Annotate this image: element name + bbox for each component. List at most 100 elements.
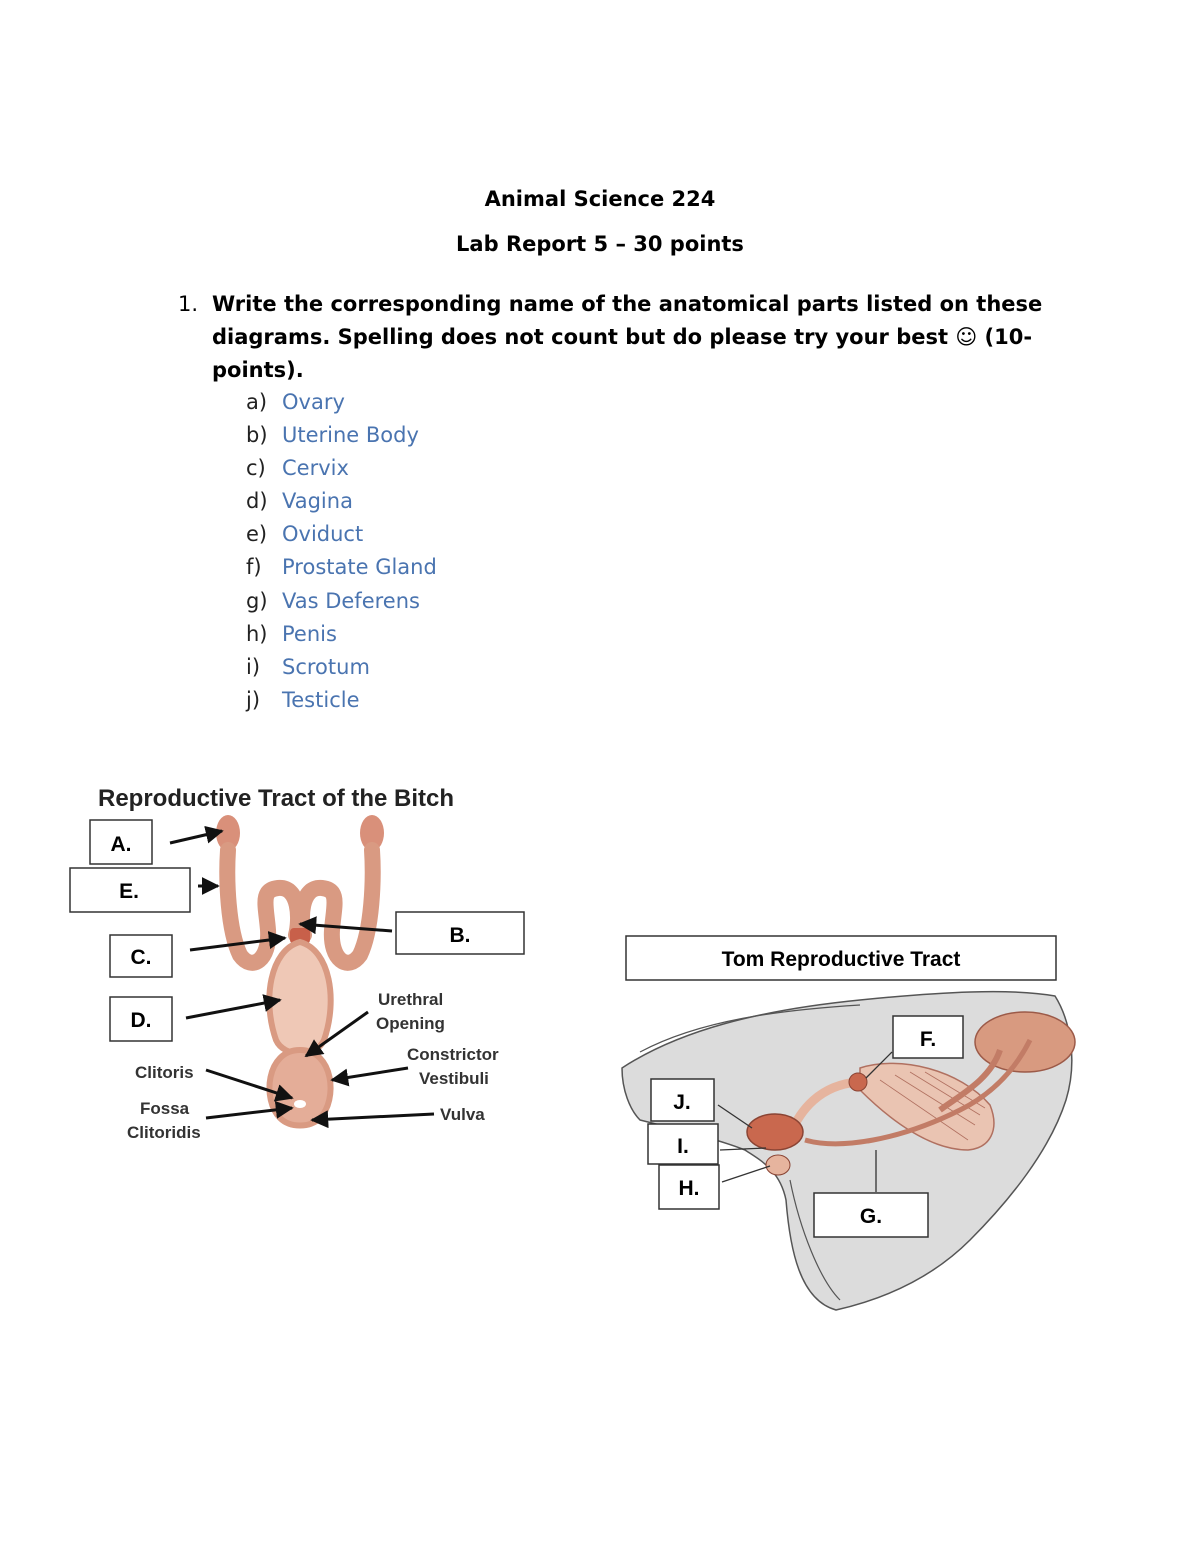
- answer-item: e) Oviduct: [246, 518, 437, 551]
- tom-body-outline: [621, 990, 1073, 1311]
- answer-letter: h): [246, 621, 268, 646]
- answer-letter: j): [246, 687, 261, 712]
- box-g-label: G.: [860, 1205, 882, 1228]
- box-d: D.: [109, 996, 173, 1042]
- box-h: H.: [658, 1164, 720, 1210]
- answer-item: d) Vagina: [246, 485, 437, 518]
- kidney-shape: [974, 1011, 1076, 1073]
- answer-item: g)Vas Deferens: [246, 585, 437, 618]
- leader-f: [865, 1051, 893, 1079]
- bitch-tract-illustration: [216, 815, 384, 1129]
- answer-letter: f): [246, 555, 262, 580]
- answer-value: Cervix: [282, 456, 349, 481]
- answer-letter: e): [246, 522, 268, 547]
- answer-item: f) Prostate Gland: [246, 551, 437, 584]
- answer-value: Testicle: [282, 687, 360, 712]
- bitch-diagram: Reproductive Tract of the Bitch A. E. C.…: [69, 785, 525, 1142]
- course-title: Animal Science 224: [484, 187, 716, 211]
- box-g: G.: [813, 1192, 929, 1238]
- answer-item: h) Penis: [246, 618, 437, 651]
- answer-value: Ovary: [282, 390, 345, 414]
- answer-value: Vagina: [282, 489, 353, 514]
- box-c-label: C.: [131, 946, 152, 969]
- arrow-b: [298, 916, 393, 935]
- leader-j: [717, 1104, 753, 1129]
- arrow-d: [185, 994, 282, 1020]
- answer-value: Uterine Body: [282, 423, 419, 448]
- box-b-label: B.: [450, 924, 471, 947]
- arrow-clitoris: [205, 1068, 294, 1102]
- tom-diagram: Tom Reproductive Tract F. J. I. H: [621, 935, 1076, 1311]
- right-uterine-horn: [294, 842, 381, 971]
- leader-i: [719, 1147, 767, 1151]
- vagina-shape: [266, 938, 334, 1057]
- tom-title-box: Tom Reproductive Tract: [625, 935, 1057, 981]
- report-title: Lab Report 5 – 30 points: [456, 232, 744, 256]
- answer-list: a) Ovary b) Uterine Body c) Cervix d) Vagina…: [246, 386, 437, 717]
- leader-h: [721, 1165, 771, 1183]
- box-j-label: J.: [673, 1091, 691, 1114]
- tom-spine-line: [639, 1004, 861, 1053]
- arrow-a: [169, 825, 224, 845]
- box-f: F.: [892, 1015, 964, 1059]
- box-a: A.: [89, 819, 153, 865]
- prostate-shape: [848, 1072, 868, 1092]
- box-c: C.: [109, 934, 173, 978]
- answer-value: Penis: [282, 621, 337, 646]
- answer-value: Oviduct: [282, 522, 364, 547]
- bitch-diagram-title: Reproductive Tract of the Bitch: [98, 785, 454, 812]
- label-urethral: Urethral: [378, 990, 443, 1009]
- ureter-shape: [938, 1048, 1003, 1113]
- bitch-arrows: [169, 825, 435, 1129]
- label-clitoridis: Clitoridis: [127, 1123, 201, 1142]
- answer-value: Scrotum: [282, 654, 370, 679]
- tom-tract-illustration: [746, 1011, 1076, 1176]
- answer-item: b) Uterine Body: [246, 419, 437, 452]
- bladder-texture: [879, 1071, 986, 1141]
- answer-letter: b): [246, 423, 268, 448]
- arrow-vulva: [310, 1110, 435, 1129]
- answer-item: a) Ovary: [246, 386, 437, 419]
- box-i-label: I.: [677, 1135, 689, 1158]
- answer-letter: d): [246, 489, 268, 514]
- label-vestibuli: Vestibuli: [419, 1069, 489, 1088]
- label-opening: Opening: [376, 1014, 445, 1033]
- right-ovary: [360, 815, 384, 851]
- answer-item: i) Scrotum: [246, 651, 437, 684]
- answer-item: j) Testicle: [246, 684, 437, 717]
- testicle-shape: [746, 1113, 804, 1151]
- label-vulva: Vulva: [440, 1105, 485, 1124]
- answer-value: Vas Deferens: [282, 588, 420, 613]
- label-clitoris: Clitoris: [135, 1063, 194, 1082]
- arrow-constrictor: [330, 1066, 409, 1087]
- box-e-label: E.: [119, 880, 139, 903]
- label-fossa: Fossa: [140, 1099, 190, 1118]
- answer-letter: a): [246, 390, 268, 414]
- penis-shape: [765, 1154, 791, 1176]
- question-number: 1.: [178, 292, 199, 316]
- arrow-urethral-opening: [304, 1010, 369, 1058]
- answer-letter: i): [246, 654, 261, 679]
- answer-letter: c): [246, 456, 266, 481]
- tom-leader-lines: [717, 1051, 893, 1192]
- label-constrictor: Constrictor: [407, 1045, 499, 1064]
- arrow-fossa: [205, 1100, 294, 1120]
- clitoris-shape: [294, 1100, 306, 1108]
- box-f-label: F.: [920, 1028, 936, 1051]
- arrow-c: [189, 931, 287, 952]
- box-i: I.: [647, 1123, 719, 1165]
- box-e: E.: [69, 867, 191, 913]
- box-h-label: H.: [679, 1177, 700, 1200]
- answer-value: Prostate Gland: [282, 555, 437, 580]
- box-b: B.: [395, 911, 525, 955]
- box-d-label: D.: [131, 1009, 152, 1032]
- box-j: J.: [650, 1078, 715, 1122]
- tom-leg-line: [789, 1179, 841, 1301]
- box-a-label: A.: [111, 833, 132, 856]
- vestibule-shape: [266, 1046, 334, 1129]
- bladder-shape: [859, 1062, 995, 1151]
- question-text: Write the corresponding name of the anat…: [212, 292, 1043, 382]
- tom-diagram-title: Tom Reproductive Tract: [722, 948, 961, 971]
- answer-item: c) Cervix: [246, 452, 437, 485]
- vas-deferens-shape: [804, 1038, 1033, 1147]
